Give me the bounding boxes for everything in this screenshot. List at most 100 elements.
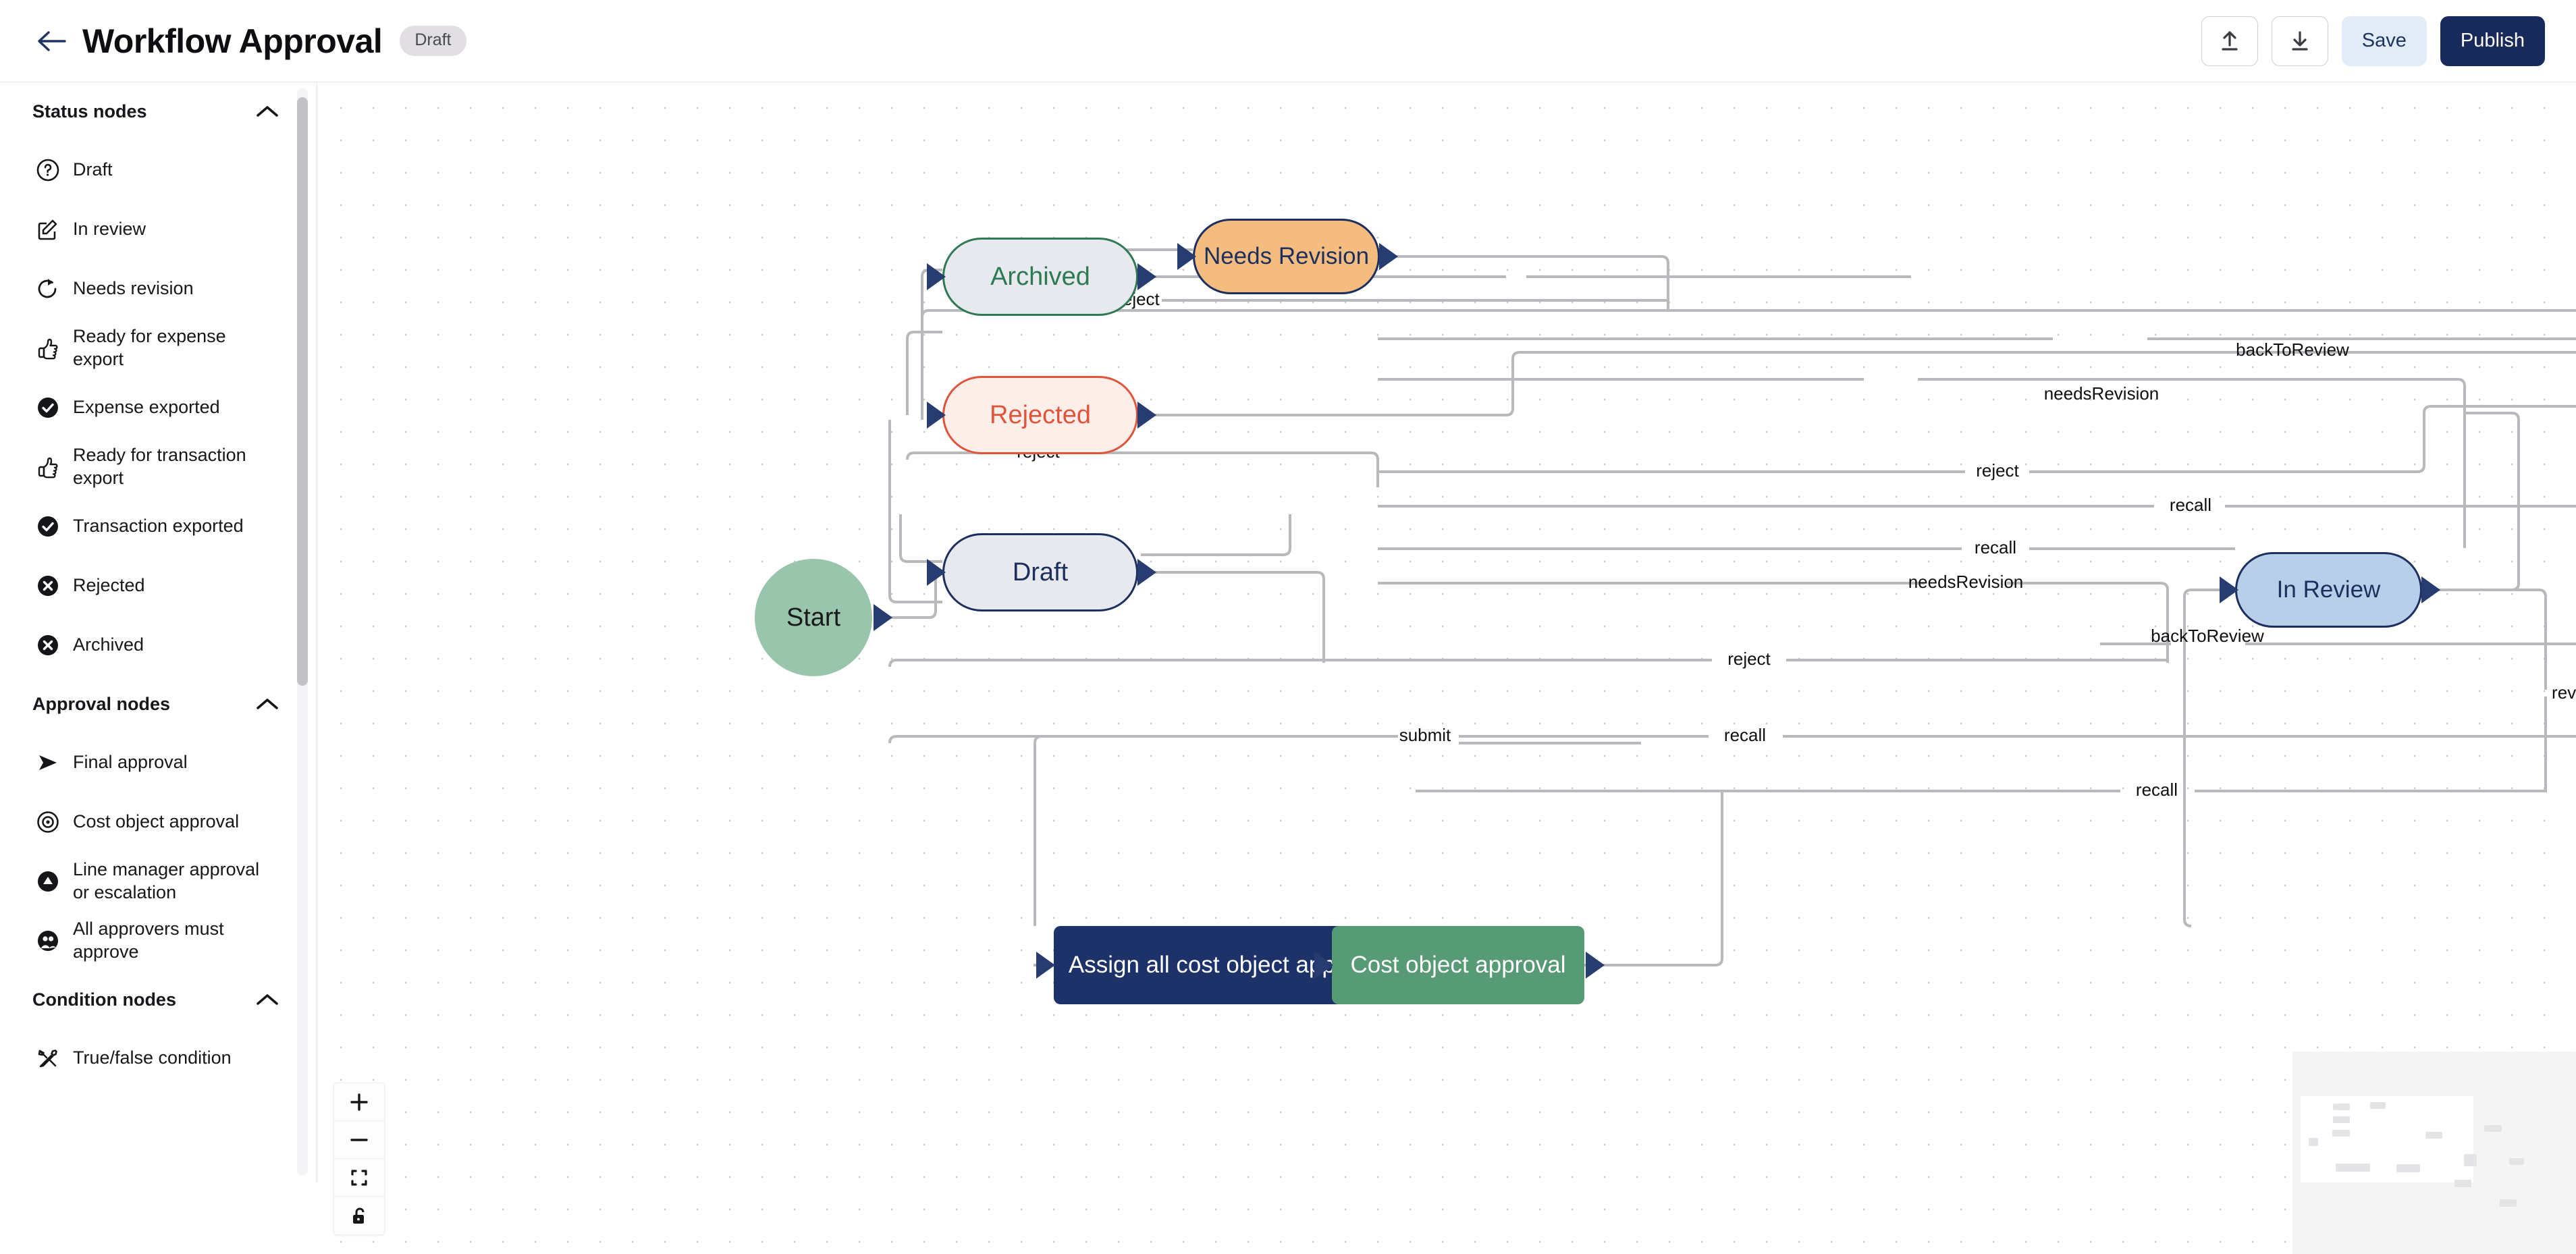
node-label: In Review: [2276, 576, 2381, 603]
back-button[interactable]: [32, 22, 70, 60]
palette-item-in-review[interactable]: In review: [0, 200, 317, 259]
thumbs-up-icon: [27, 454, 69, 481]
palette-item-cost-object-approval[interactable]: Cost object approval: [0, 792, 317, 852]
palette-item-label: In review: [73, 219, 146, 240]
palette-item-needs-revision[interactable]: Needs revision: [0, 259, 317, 319]
node-costobj[interactable]: Cost object approval: [1314, 926, 1605, 1004]
minimap-node: [2509, 1158, 2524, 1165]
node-label: Rejected: [990, 400, 1091, 429]
edit-square-icon: [27, 216, 69, 243]
node-input-handle[interactable]: [2220, 576, 2238, 603]
palette-item-label: All approvers must approve: [73, 919, 224, 962]
edge-label: recall: [2170, 495, 2211, 515]
node-input-handle[interactable]: [927, 559, 946, 586]
node-rejected[interactable]: Rejected: [927, 376, 1156, 454]
node-input-handle[interactable]: [1177, 243, 1196, 270]
node-label: Archived: [990, 262, 1090, 291]
palette-item-archived[interactable]: Archived: [0, 616, 317, 675]
node-output-handle[interactable]: [874, 604, 892, 631]
refresh-icon: [27, 275, 69, 302]
arrow-left-icon: [38, 30, 66, 51]
save-button[interactable]: Save: [2341, 16, 2427, 66]
x-circle-filled-icon: [27, 572, 69, 599]
palette-item-rejected[interactable]: Rejected: [0, 556, 317, 616]
thumbs-up-icon: [38, 457, 58, 479]
chevron-up-icon: [257, 106, 278, 117]
minimap-node: [2425, 1132, 2442, 1139]
node-input-handle[interactable]: [1036, 952, 1055, 979]
node-needsrev[interactable]: Needs Revision: [1177, 219, 1398, 294]
publish-button[interactable]: Publish: [2440, 16, 2545, 66]
check-circle-filled-icon: [38, 516, 58, 537]
palette-item-transaction-exported[interactable]: Transaction exported: [0, 497, 317, 556]
palette-item-final-approval[interactable]: Final approval: [0, 733, 317, 792]
triangle-up-circle-icon: [38, 871, 58, 892]
palette-item-label: Needs revision: [73, 278, 194, 299]
palette-item-label: Rejected: [73, 575, 145, 596]
thumbs-up-icon: [38, 338, 58, 360]
zoom-in-button[interactable]: [334, 1083, 384, 1121]
palette-item-all-approvers-must-approve[interactable]: All approvers must approve: [0, 911, 317, 971]
sidebar-section-title: Status nodes: [32, 101, 147, 121]
lock-button[interactable]: [334, 1197, 384, 1234]
node-draft[interactable]: Draft: [927, 533, 1156, 611]
people-circle-icon: [27, 927, 69, 954]
edge-labels: archiverejectrejectbackToReviewneedsRevi…: [1009, 289, 2576, 800]
node-output-handle[interactable]: [1379, 243, 1398, 270]
node-output-handle[interactable]: [1137, 559, 1156, 586]
node-output-handle[interactable]: [1586, 952, 1605, 979]
palette-item-true-false-condition[interactable]: True/false condition: [0, 1029, 317, 1088]
node-output-handle[interactable]: [1137, 402, 1156, 429]
palette-item-line-manager-approval-or-escalation[interactable]: Line manager approval or escalation: [0, 852, 317, 911]
edge-label: submit: [1399, 725, 1451, 745]
minimap-node: [2333, 1103, 2350, 1110]
import-button[interactable]: [2201, 16, 2258, 66]
edge-label: revi: [2552, 682, 2576, 703]
node-inreview[interactable]: In Review: [2220, 552, 2440, 628]
edge-label: reject: [1976, 460, 2019, 481]
chevron-up-icon: [257, 699, 278, 709]
sidebar-section-status-nodes[interactable]: Status nodes: [0, 82, 317, 140]
node-input-handle[interactable]: [1314, 952, 1333, 979]
export-button[interactable]: [2271, 16, 2328, 66]
edge-label: backToReview: [2151, 626, 2264, 646]
minimap-node: [2336, 1164, 2370, 1172]
minimap-node: [2309, 1138, 2318, 1146]
minimap-node: [2396, 1164, 2420, 1172]
node-label: Cost object approval: [1350, 952, 1566, 978]
palette-item-ready-for-expense-export[interactable]: Ready for expense export: [0, 319, 317, 378]
canvas-minimap[interactable]: [2292, 1052, 2576, 1254]
sidebar-scrollbar-thumb[interactable]: [297, 97, 308, 686]
node-start[interactable]: Start: [755, 559, 892, 676]
palette-item-expense-exported[interactable]: Expense exported: [0, 378, 317, 437]
edge-label: backToReview: [2236, 339, 2349, 360]
minimap-node: [2332, 1130, 2350, 1137]
page-title: Workflow Approval: [82, 22, 383, 60]
node-output-handle[interactable]: [1137, 263, 1156, 290]
node-input-handle[interactable]: [927, 402, 946, 429]
people-circle-icon: [38, 931, 58, 951]
workflow-canvas[interactable]: .ed { fill:none; stroke:#b9b9bd; stroke-…: [318, 82, 2576, 1254]
palette-item-label: Archived: [73, 634, 144, 655]
fit-screen-icon: [351, 1169, 367, 1186]
palette-item-draft[interactable]: Draft: [0, 140, 317, 200]
fit-view-button[interactable]: [334, 1159, 384, 1197]
sidebar-section-approval-nodes[interactable]: Approval nodes: [0, 675, 317, 733]
sidebar-section-condition-nodes[interactable]: Condition nodes: [0, 971, 317, 1029]
node-input-handle[interactable]: [927, 263, 946, 290]
lock-open-icon: [353, 1207, 365, 1224]
minimap-node: [2454, 1180, 2471, 1187]
minimap-viewport[interactable]: [2301, 1096, 2473, 1182]
node-output-handle[interactable]: [2421, 576, 2440, 603]
zoom-out-button[interactable]: [334, 1121, 384, 1159]
node-label: Start: [786, 603, 841, 632]
edge-label: recall: [1724, 725, 1766, 745]
minimap-node: [2333, 1116, 2350, 1123]
check-circle-filled-icon: [38, 398, 58, 418]
palette-item-ready-for-transaction-export[interactable]: Ready for transaction export: [0, 437, 317, 497]
app-header: Workflow Approval Draft Save Publish: [0, 0, 2576, 82]
status-badge: Draft: [400, 26, 466, 56]
check-circle-filled-icon: [27, 513, 69, 540]
node-archived[interactable]: Archived: [927, 238, 1156, 316]
edge-label: reject: [1727, 649, 1771, 669]
